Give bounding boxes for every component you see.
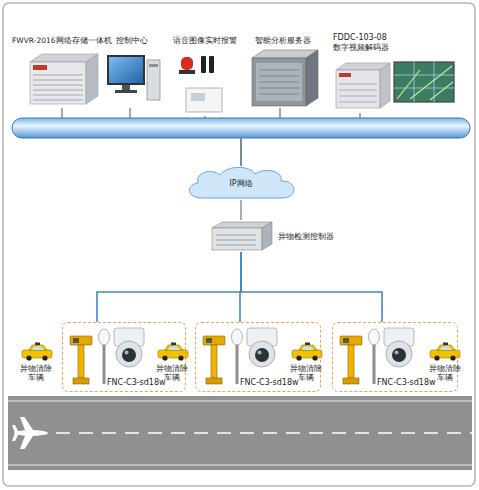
detection-unit [340,328,414,384]
control-center: 控制中心 [104,36,160,108]
branch-line [241,252,382,322]
analysis-server: 智能分析服务器 [244,36,322,108]
clearance-vehicle [22,343,52,361]
vehicle-label: 异物清除车辆 [288,364,324,382]
server-side [306,50,318,106]
runway [8,396,472,470]
clearance-vehicle [158,343,188,361]
vehicle-label: 异物清除车辆 [18,364,54,382]
network-bus [12,118,470,138]
alarm-lamp [181,57,193,70]
airplane-tail [12,433,19,441]
clearance-vehicle [292,343,322,361]
decoder-side [380,63,390,108]
device-label: 智能分析服务器 [244,36,322,46]
device-label: 异物检测控制器 [278,232,346,242]
branch-line [97,252,241,322]
network-link [241,113,360,166]
alarm-panel [186,88,222,112]
video-wall-picture [397,66,453,100]
device-label: 控制中心 [104,36,160,46]
speaker [201,56,206,73]
network-link [240,200,241,220]
video-wall [394,62,454,102]
network-link [130,108,241,166]
controller-side [262,222,272,250]
speaker [209,56,214,73]
vehicle-label: 异物清除车辆 [427,364,463,382]
vehicle-label: 异物清除车辆 [154,364,190,382]
network-label: IP网络 [182,179,300,189]
alarm-device: 语音图像实时报警 [166,36,244,116]
pc-drive [149,64,158,67]
controller-front [212,228,262,250]
analysis-server [252,50,318,106]
monitor-stand [122,85,130,90]
detection-controller [212,222,272,250]
runway-edge-line [8,464,472,465]
runway-centerline [56,432,472,434]
airplane-wing [20,433,35,449]
airplane-wing [20,417,35,433]
server-panel [256,63,302,101]
workstation [108,56,160,100]
network-link [62,108,241,166]
decoder-logo [339,73,351,77]
monitor-screen [108,56,144,84]
network-link [205,116,241,166]
drive-bays [33,75,83,100]
outer-frame [3,3,475,486]
device-label: FDDC-103-08 数字视频解码器 [333,33,397,52]
device-label: FWVR-2016网络存储一体机 [12,36,108,45]
device-label: 语音图像实时报警 [166,36,244,46]
alarm-devices [179,56,222,112]
server-vents [259,70,299,94]
storage-server [30,54,98,104]
pc-tower [147,60,160,100]
monitor-base [115,90,137,93]
airplane-tail [12,425,19,433]
alarm-panel-display [191,93,205,101]
server-front [30,62,86,104]
server-logo [33,65,47,70]
video-decoder: FDDC-103-08 数字视频解码器 [326,33,460,113]
server-front [252,58,306,106]
alarm-lamp-base [179,70,195,74]
detection-unit [203,328,277,384]
server-side [86,54,98,104]
network-cloud: IP网络 [182,166,300,200]
airplane [12,417,48,449]
clearance-vehicle [430,343,460,361]
storage-device: FWVR-2016网络存储一体机 [12,36,108,108]
decoder-front [336,70,380,108]
runway-edge-line [8,400,472,401]
decoder-slots [339,84,377,102]
detection-controller: 异物检测控制器 [206,220,346,252]
video-decoder [336,62,454,108]
detection-unit [70,328,144,384]
network-link [241,108,280,166]
controller-slots [216,235,256,245]
video-wall-grid [394,62,454,102]
